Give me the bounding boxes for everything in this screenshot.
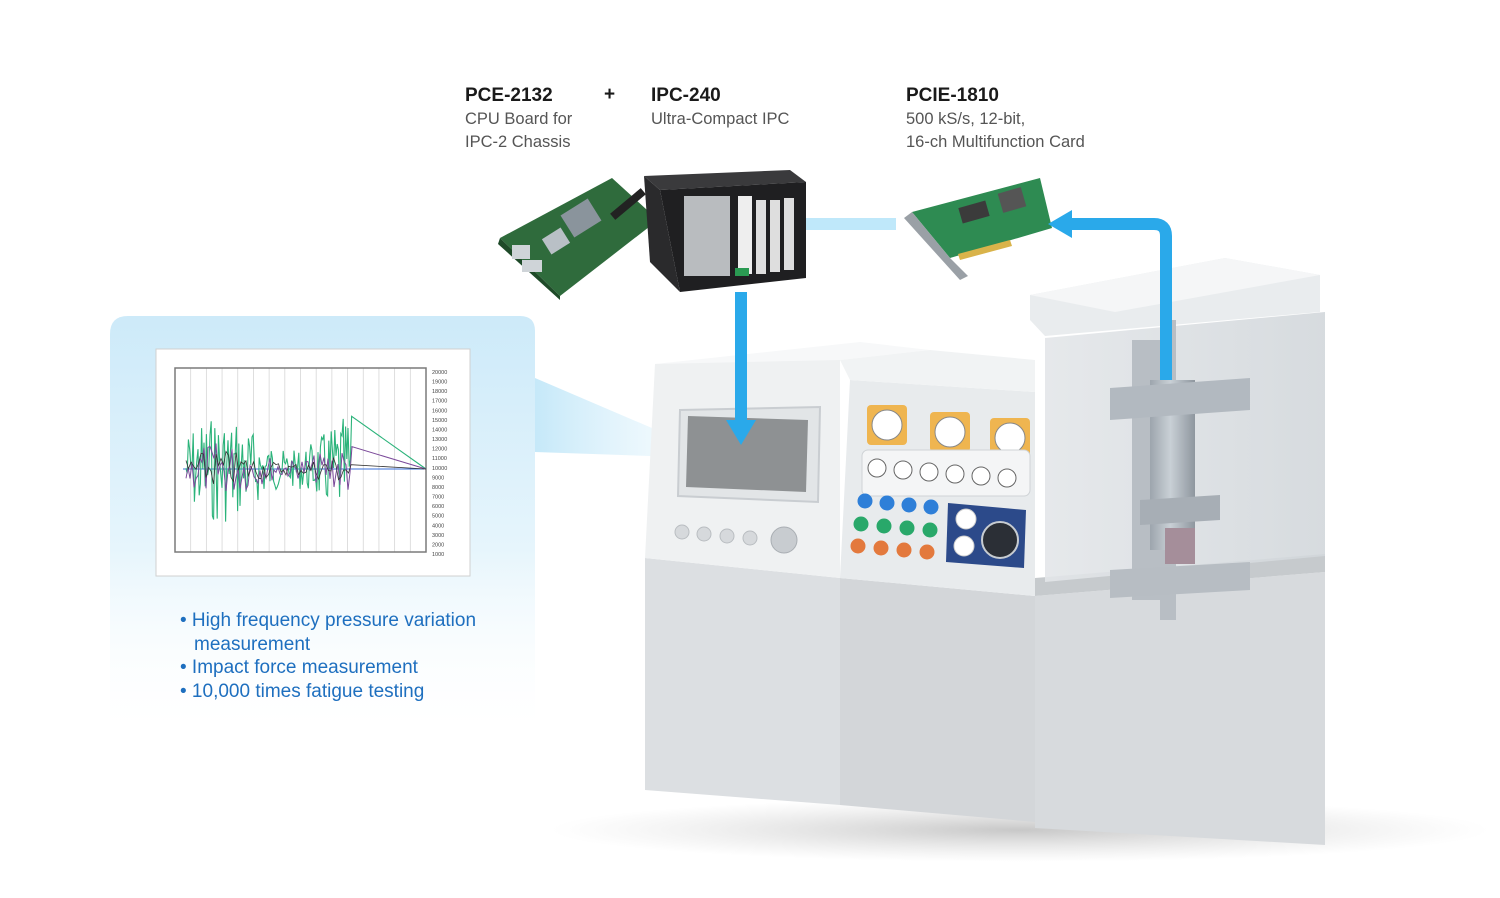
y-tick-label: 12000 [432,447,447,453]
purple-trace [185,443,427,492]
product-name: IPC-240 [651,85,721,106]
product-desc-line: CPU Board for [465,110,573,128]
button-grid [850,493,939,560]
sensor-feedback-path [1068,218,1172,380]
feature-item: • High frequency pressure variation meas… [180,610,477,655]
product-name: PCIE-1810 [906,85,999,106]
y-tick-label: 6000 [432,504,444,510]
y-tick-label: 13000 [432,437,447,443]
plot-border [174,367,427,553]
y-tick-label: 11000 [432,456,447,462]
control-cabinet-left [645,342,930,805]
feature-list: • High frequency pressure variation meas… [180,609,520,703]
y-tick-label: 3000 [432,533,444,539]
y-tick-label: 4000 [432,523,444,529]
y-tick-label: 9000 [432,475,444,481]
dark-trace [185,450,427,484]
control-cabinet-middle [840,350,1035,822]
feature-item: • Impact force measurement [180,657,418,679]
waveform-monitor: 20000 19000 18000 17000 16000 15000 14000 13000… [155,348,471,577]
bus-link-line [806,218,896,230]
waveform-series [183,415,427,522]
y-tick-label: 19000 [432,380,447,386]
y-tick-label: 18000 [432,389,447,395]
dial-row [861,449,1031,497]
y-tick-label: 20000 [432,370,447,376]
y-tick-label: 5000 [432,514,444,520]
plus-sign: + [604,84,616,105]
y-tick-label: 15000 [432,418,447,424]
product-label-pcie-1810: PCIE-1810 500 kS/s, 12-bit, 16-ch Multif… [906,84,1085,154]
y-tick-label: 10000 [432,466,447,472]
pce-2132-board-image [498,178,658,300]
y-tick-label: 7000 [432,495,444,501]
arrow-down-shaft [735,292,747,422]
y-tick-label: 2000 [432,542,444,548]
product-label-pce-2132: PCE-2132 CPU Board for IPC-2 Chassis [465,84,572,154]
product-desc-line: Ultra-Compact IPC [651,110,790,128]
product-desc-line: IPC-2 Chassis [465,133,571,151]
y-axis-tick-labels: 20000 19000 18000 17000 16000 15000 14000 13000… [432,370,447,558]
feature-item: • 10,000 times fatigue testing [180,680,425,702]
product-desc-line: 16-ch Multifunction Card [906,133,1085,151]
gauge-row-yellow [867,405,1030,458]
product-name: PCE-2132 [465,85,553,106]
y-tick-label: 14000 [432,427,447,433]
y-tick-label: 1000 [432,552,444,558]
ipc-240-chassis-image [644,170,806,292]
product-desc-line: 500 kS/s, 12-bit, [906,110,1026,128]
press-tower [1030,258,1325,845]
arrow-left-head [1048,210,1072,238]
y-tick-label: 8000 [432,485,444,491]
pcie-1810-card-image [904,178,1052,280]
y-tick-label: 17000 [432,399,447,405]
gauge-panel-blue [946,503,1026,568]
y-tick-label: 16000 [432,408,447,414]
arrow-down-head [726,420,756,445]
connection-arrows [726,210,1172,445]
product-label-ipc-240: IPC-240 Ultra-Compact IPC [651,84,789,131]
